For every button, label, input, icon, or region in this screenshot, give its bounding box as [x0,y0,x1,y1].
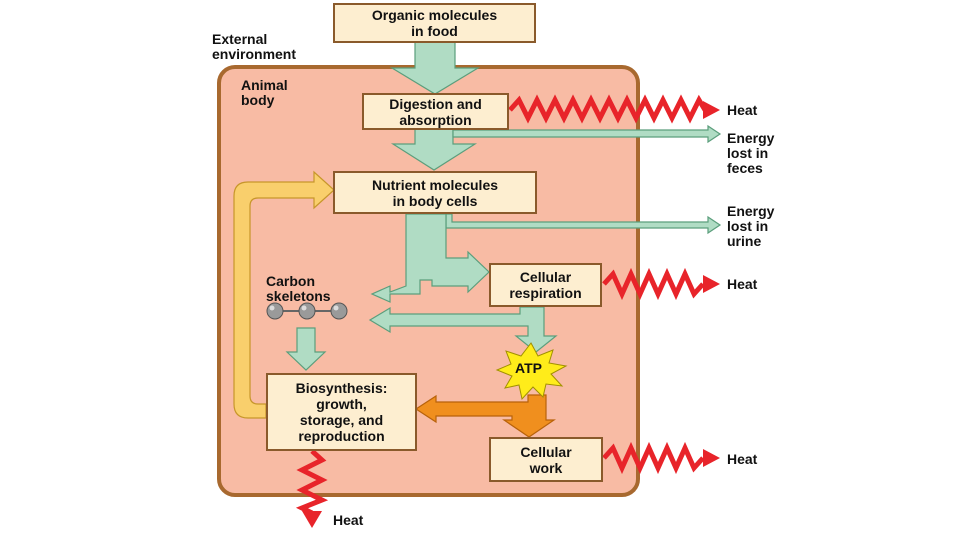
flow-arrow-respiration-outputs [368,306,558,353]
heat-arrow-respiration [602,267,720,301]
box-nutrient-molecules: Nutrient molecules in body cells [333,171,537,214]
box-digestion-absorption: Digestion and absorption [362,93,509,130]
carbon-skeleton-icon [266,302,348,320]
label-animal-body: Animal body [241,77,288,108]
heat-arrow-biosynthesis [295,449,329,528]
label-atp: ATP [515,360,542,376]
label-heat-digestion: Heat [727,102,758,118]
heat-arrow-digestion [508,94,720,124]
heat-arrow-cellular-work [602,441,720,475]
flow-arrow-carbon-to-biosynthesis [285,327,327,371]
label-heat-respiration: Heat [727,276,758,292]
box-organic-molecules: Organic molecules in food [333,3,536,43]
label-carbon-skeletons: Carbon skeletons [266,273,331,304]
label-heat-biosynthesis: Heat [333,512,364,528]
box-cellular-respiration: Cellular respiration [489,263,602,307]
flow-arrow-energy-feces [452,124,722,144]
label-energy-lost-feces: Energy lost in feces [727,130,775,176]
flow-arrow-atp-energy [414,394,556,438]
box-cellular-work: Cellular work [489,437,603,482]
label-external-environment: External environment [212,31,297,62]
box-biosynthesis: Biosynthesis: growth, storage, and repro… [266,373,417,451]
label-heat-cellular-work: Heat [727,451,758,467]
atp-starburst-icon [495,342,568,401]
flow-arrow-biosynthesis-loop [233,170,335,419]
label-energy-lost-urine: Energy lost in urine [727,203,775,249]
flow-arrow-nutrient-stem [370,213,490,303]
flow-arrow-food-to-digestion [389,41,481,95]
